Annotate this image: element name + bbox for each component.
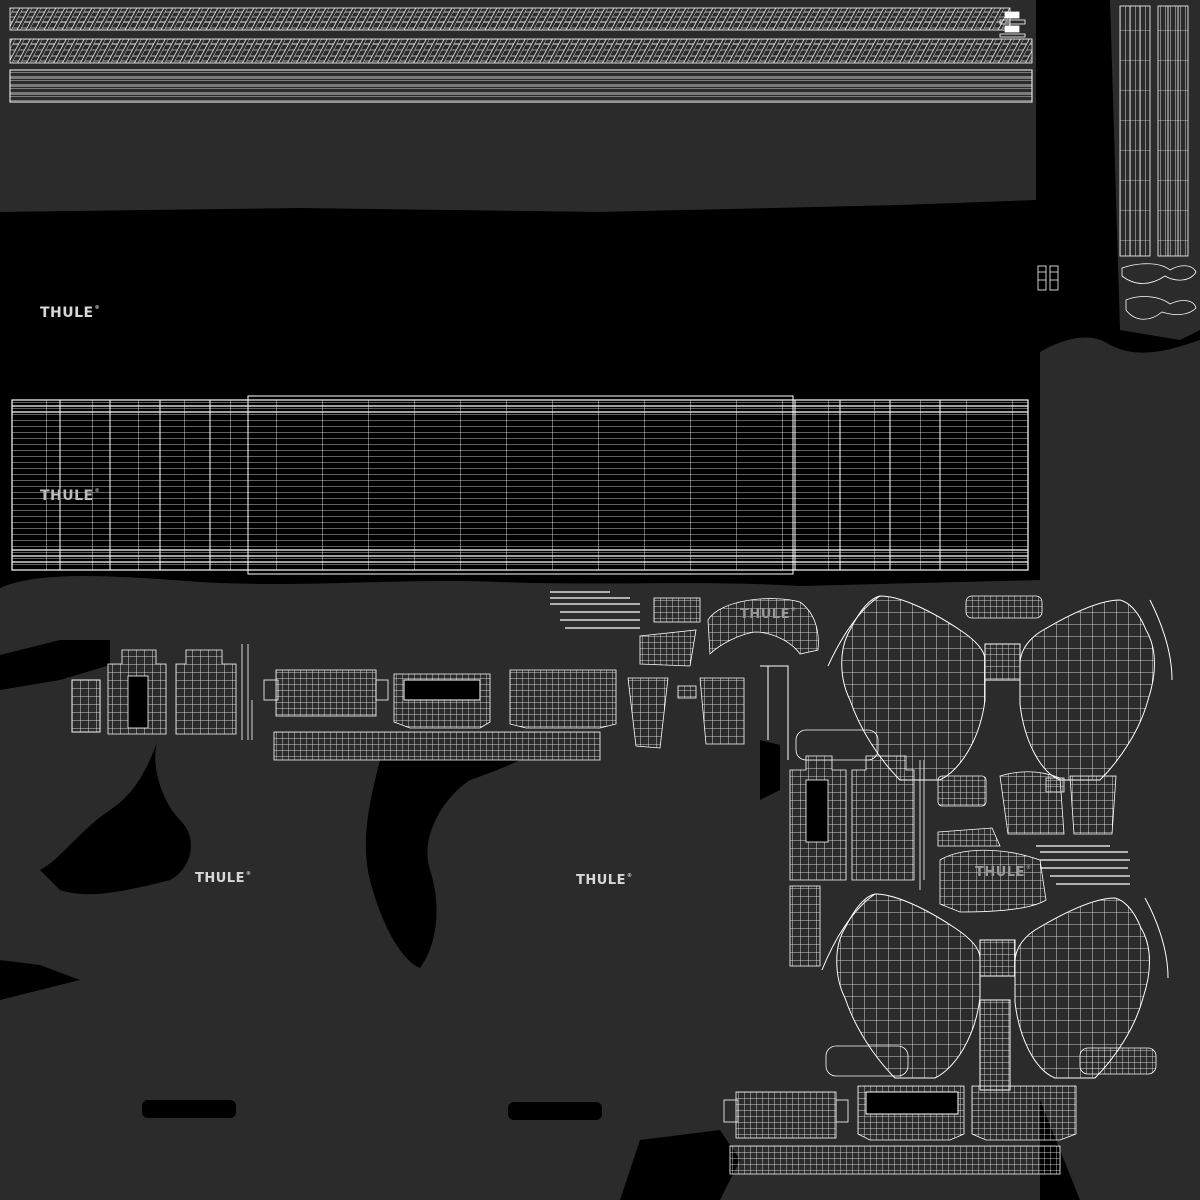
cutout-mid <box>365 760 520 968</box>
thule-logo-4: THULE® <box>576 873 633 888</box>
right-vertical-strips <box>1037 5 1197 320</box>
cutout-left <box>40 740 191 895</box>
cutout-bottom-badge-left <box>142 1100 236 1118</box>
bottom-right-cluster <box>723 1045 1157 1175</box>
texture-region-lower-main <box>0 576 1040 1200</box>
cutout-upper-left-band <box>0 640 110 690</box>
lower-left-wireframes <box>71 644 617 761</box>
cutout-bottom-badge-right <box>508 1102 602 1120</box>
end-cap-parts <box>999 11 1026 38</box>
diagonal-tread-strip-2 <box>9 38 1033 64</box>
cutout-lower-mid <box>620 1130 740 1200</box>
small-clip-parts <box>1037 265 1059 291</box>
large-grid-panel <box>11 395 1029 575</box>
thule-logo-6: THULE® <box>975 865 1032 880</box>
cutout-right-mid <box>760 740 780 800</box>
thule-logo-1: THULE® <box>40 305 101 321</box>
mid-right-lower-cluster <box>789 755 1130 967</box>
cutout-lower-left <box>0 960 80 1000</box>
seat-wireframe-upper <box>827 595 1173 781</box>
diagonal-tread-strip <box>9 7 1011 31</box>
thule-logo-2: THULE® <box>40 488 101 504</box>
thule-logo-5: THULE® <box>740 607 797 622</box>
seat-wireframe-lower <box>821 893 1169 1091</box>
top-band-wireframes <box>9 7 1033 103</box>
texture-region-top-bar <box>0 0 1036 212</box>
thule-logo-3: THULE® <box>195 871 252 886</box>
texture-shadow-cutouts <box>0 640 780 1200</box>
mid-upper-cluster <box>550 591 1043 761</box>
